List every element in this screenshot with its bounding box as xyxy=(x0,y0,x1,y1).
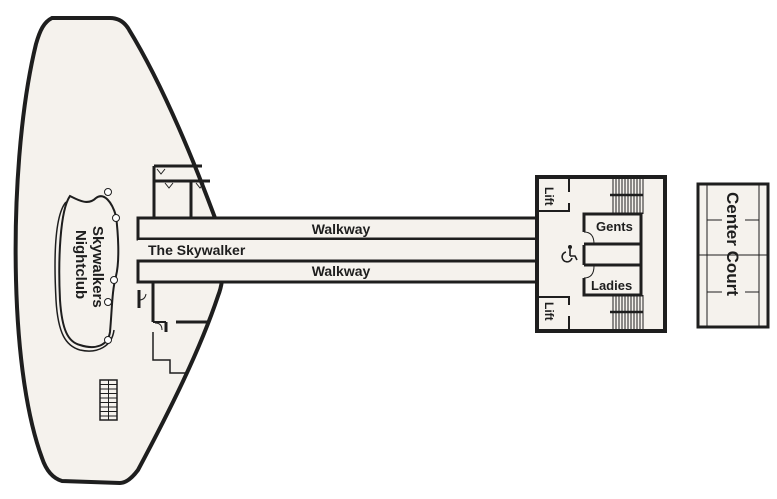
lounge-stairs-icon xyxy=(99,379,118,421)
lift-bottom-label: Lift xyxy=(542,302,556,321)
nightclub-label-line2: Nightclub xyxy=(72,230,89,299)
gents-label: Gents xyxy=(596,219,633,234)
walkway-top-label: Walkway xyxy=(312,221,371,237)
skywalker-corridor-label: The Skywalker xyxy=(148,242,246,258)
upper-service-rooms xyxy=(152,164,210,217)
center-court xyxy=(696,182,770,329)
lift-top-label: Lift xyxy=(542,187,556,206)
wheelchair-icon xyxy=(561,245,578,263)
lower-service-rooms xyxy=(137,283,208,374)
center-court-label: Center Court xyxy=(723,192,742,296)
stairs-bottom xyxy=(610,295,644,329)
skywalker-corridor xyxy=(138,240,538,260)
walkway-bottom-label: Walkway xyxy=(312,263,371,279)
skywalkers-nightclub-outline xyxy=(54,188,120,352)
stairs-top xyxy=(610,179,644,214)
nightclub-label-line1: Skywalkers xyxy=(89,226,106,308)
stair-lift-block xyxy=(535,175,667,333)
ladies-label: Ladies xyxy=(591,278,632,293)
